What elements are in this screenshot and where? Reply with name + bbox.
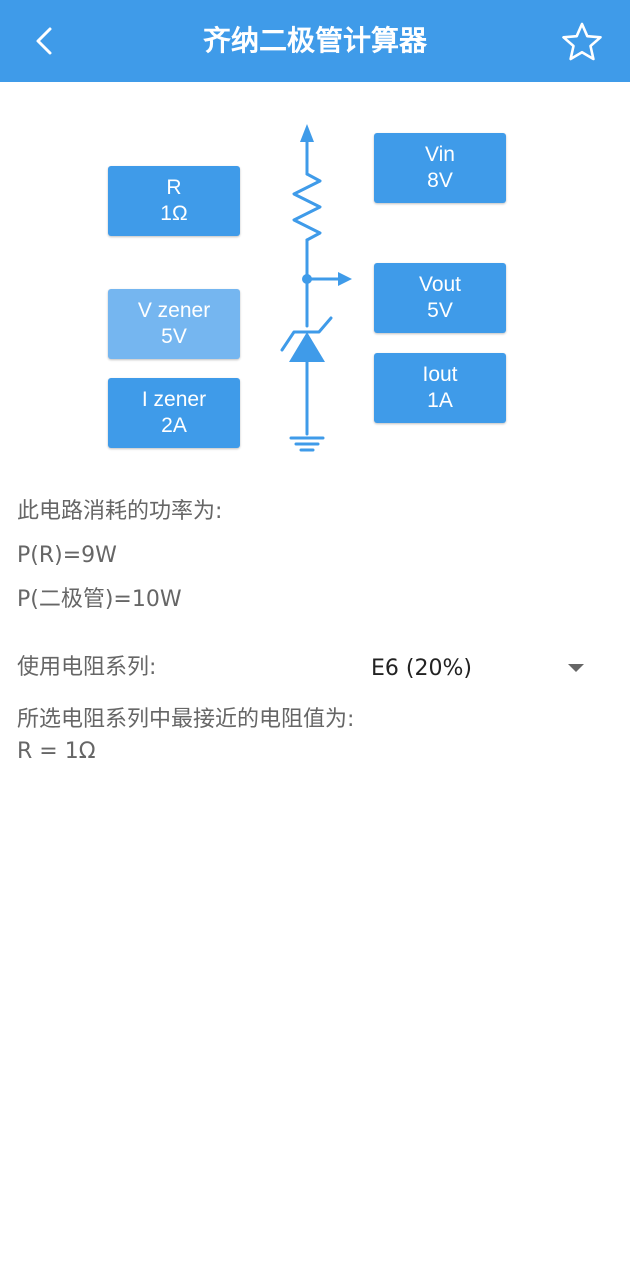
zener-circuit: R 1Ω V zener 5V I zener 2A Vin 8V Vout 5… xyxy=(0,82,630,472)
circuit-diagram xyxy=(280,124,352,452)
power-heading: 此电路消耗的功率为: xyxy=(17,499,223,524)
iout-value: 1A xyxy=(427,389,453,412)
closest-resistor-heading: 所选电阻系列中最接近的电阻值为: xyxy=(17,707,355,732)
iout-label: Iout xyxy=(422,363,458,386)
power-results: 此电路消耗的功率为: P(R)=9W P(二极管)=10W xyxy=(17,490,222,622)
power-resistor: P(R)=9W xyxy=(17,543,117,568)
v-zener-box[interactable]: V zener 5V xyxy=(108,289,240,359)
favorite-button[interactable] xyxy=(556,16,608,68)
i-zener-box[interactable]: I zener 2A xyxy=(108,378,240,448)
resistor-series-value: E6 (20%) xyxy=(371,655,472,681)
vout-value: 5V xyxy=(427,299,453,322)
i-zener-value: 2A xyxy=(161,414,187,437)
star-outline-icon xyxy=(562,22,602,61)
vout-label: Vout xyxy=(418,273,462,296)
closest-resistor-value: R = 1Ω xyxy=(17,739,96,764)
resistor-series-label: 使用电阻系列: xyxy=(17,655,157,680)
iout-box[interactable]: Iout 1A xyxy=(374,353,506,423)
dropdown-arrow-icon xyxy=(568,664,584,672)
vin-label: Vin xyxy=(425,143,455,166)
v-zener-value: 5V xyxy=(161,325,187,348)
resistor-box[interactable]: R 1Ω xyxy=(108,166,240,236)
v-zener-label: V zener xyxy=(137,299,211,322)
closest-resistor: 所选电阻系列中最接近的电阻值为: R = 1Ω xyxy=(17,704,354,768)
resistor-label: R xyxy=(166,176,182,199)
resistor-series-dropdown[interactable]: E6 (20%) xyxy=(360,646,600,690)
resistor-value: 1Ω xyxy=(160,202,188,225)
vin-value: 8V xyxy=(427,169,453,192)
back-button[interactable] xyxy=(22,19,66,63)
power-diode: P(二极管)=10W xyxy=(17,587,182,612)
vin-box[interactable]: Vin 8V xyxy=(374,133,506,203)
i-zener-label: I zener xyxy=(141,388,207,411)
chevron-left-icon xyxy=(36,27,52,55)
app-bar: 齐纳二极管计算器 xyxy=(0,0,630,82)
vout-box[interactable]: Vout 5V xyxy=(374,263,506,333)
page-title: 齐纳二极管计算器 xyxy=(202,24,427,57)
